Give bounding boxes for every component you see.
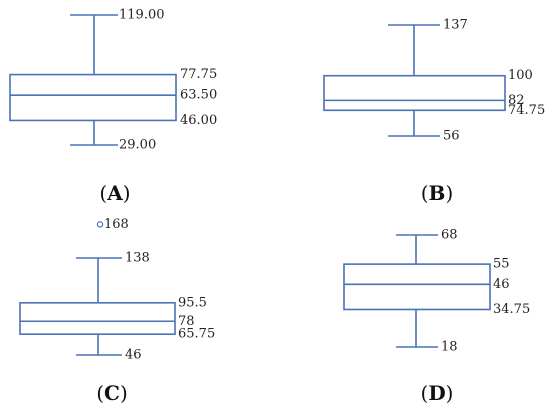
- median-label: 46: [493, 277, 510, 292]
- q3-label: 77.75: [180, 67, 217, 82]
- whisker-low-label: 46: [125, 348, 142, 363]
- iqr-box: [19, 302, 176, 335]
- panel-label: (D): [421, 381, 454, 405]
- panel-letter: D: [428, 381, 445, 405]
- median-label: 82: [508, 93, 525, 108]
- iqr-box: [323, 74, 506, 112]
- q1-label: 65.75: [178, 327, 215, 342]
- outlier-point: [96, 221, 104, 228]
- panel-letter: C: [104, 381, 120, 405]
- q1-label: 46.00: [180, 113, 217, 128]
- median-label: 63.50: [180, 88, 217, 103]
- panel-letter: B: [429, 181, 446, 205]
- outlier-label: 168: [104, 217, 129, 232]
- panel-label: (B): [421, 181, 454, 205]
- q1-label: 74.75: [508, 103, 545, 118]
- panel-letter: A: [106, 181, 123, 205]
- q1-label: 34.75: [493, 302, 530, 317]
- q3-label: 100: [508, 68, 533, 83]
- iqr-box: [9, 73, 177, 122]
- panel-label: (A): [99, 181, 130, 205]
- q3-label: 95.5: [178, 295, 207, 310]
- panel-label: (C): [96, 381, 128, 405]
- whisker-low-label: 56: [443, 129, 460, 144]
- whisker-high-label: 119.00: [119, 8, 165, 23]
- whisker-low-label: 18: [441, 340, 458, 355]
- iqr-box: [343, 263, 491, 311]
- whisker-high-label: 68: [441, 228, 458, 243]
- whisker-high-label: 137: [443, 18, 468, 33]
- median-label: 78: [178, 314, 195, 329]
- whisker-high-label: 138: [125, 251, 150, 266]
- whisker-low-label: 29.00: [119, 138, 156, 153]
- q3-label: 55: [493, 257, 510, 272]
